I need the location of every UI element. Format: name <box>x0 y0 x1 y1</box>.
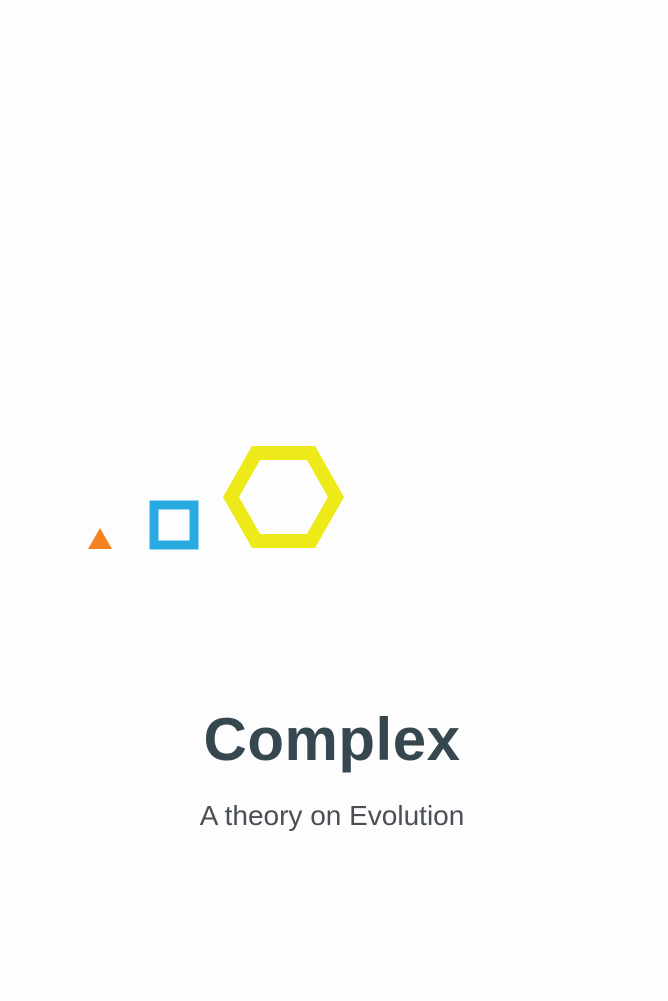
square-icon <box>149 500 199 550</box>
triangle-icon <box>88 528 112 549</box>
app-subtitle-text: A theory on Evolution <box>199 800 465 831</box>
app-title-text: Complex <box>203 706 461 773</box>
app-subtitle: A theory on Evolution <box>0 798 668 834</box>
app-title: Complex <box>0 700 668 780</box>
hexagon-icon <box>222 446 345 548</box>
